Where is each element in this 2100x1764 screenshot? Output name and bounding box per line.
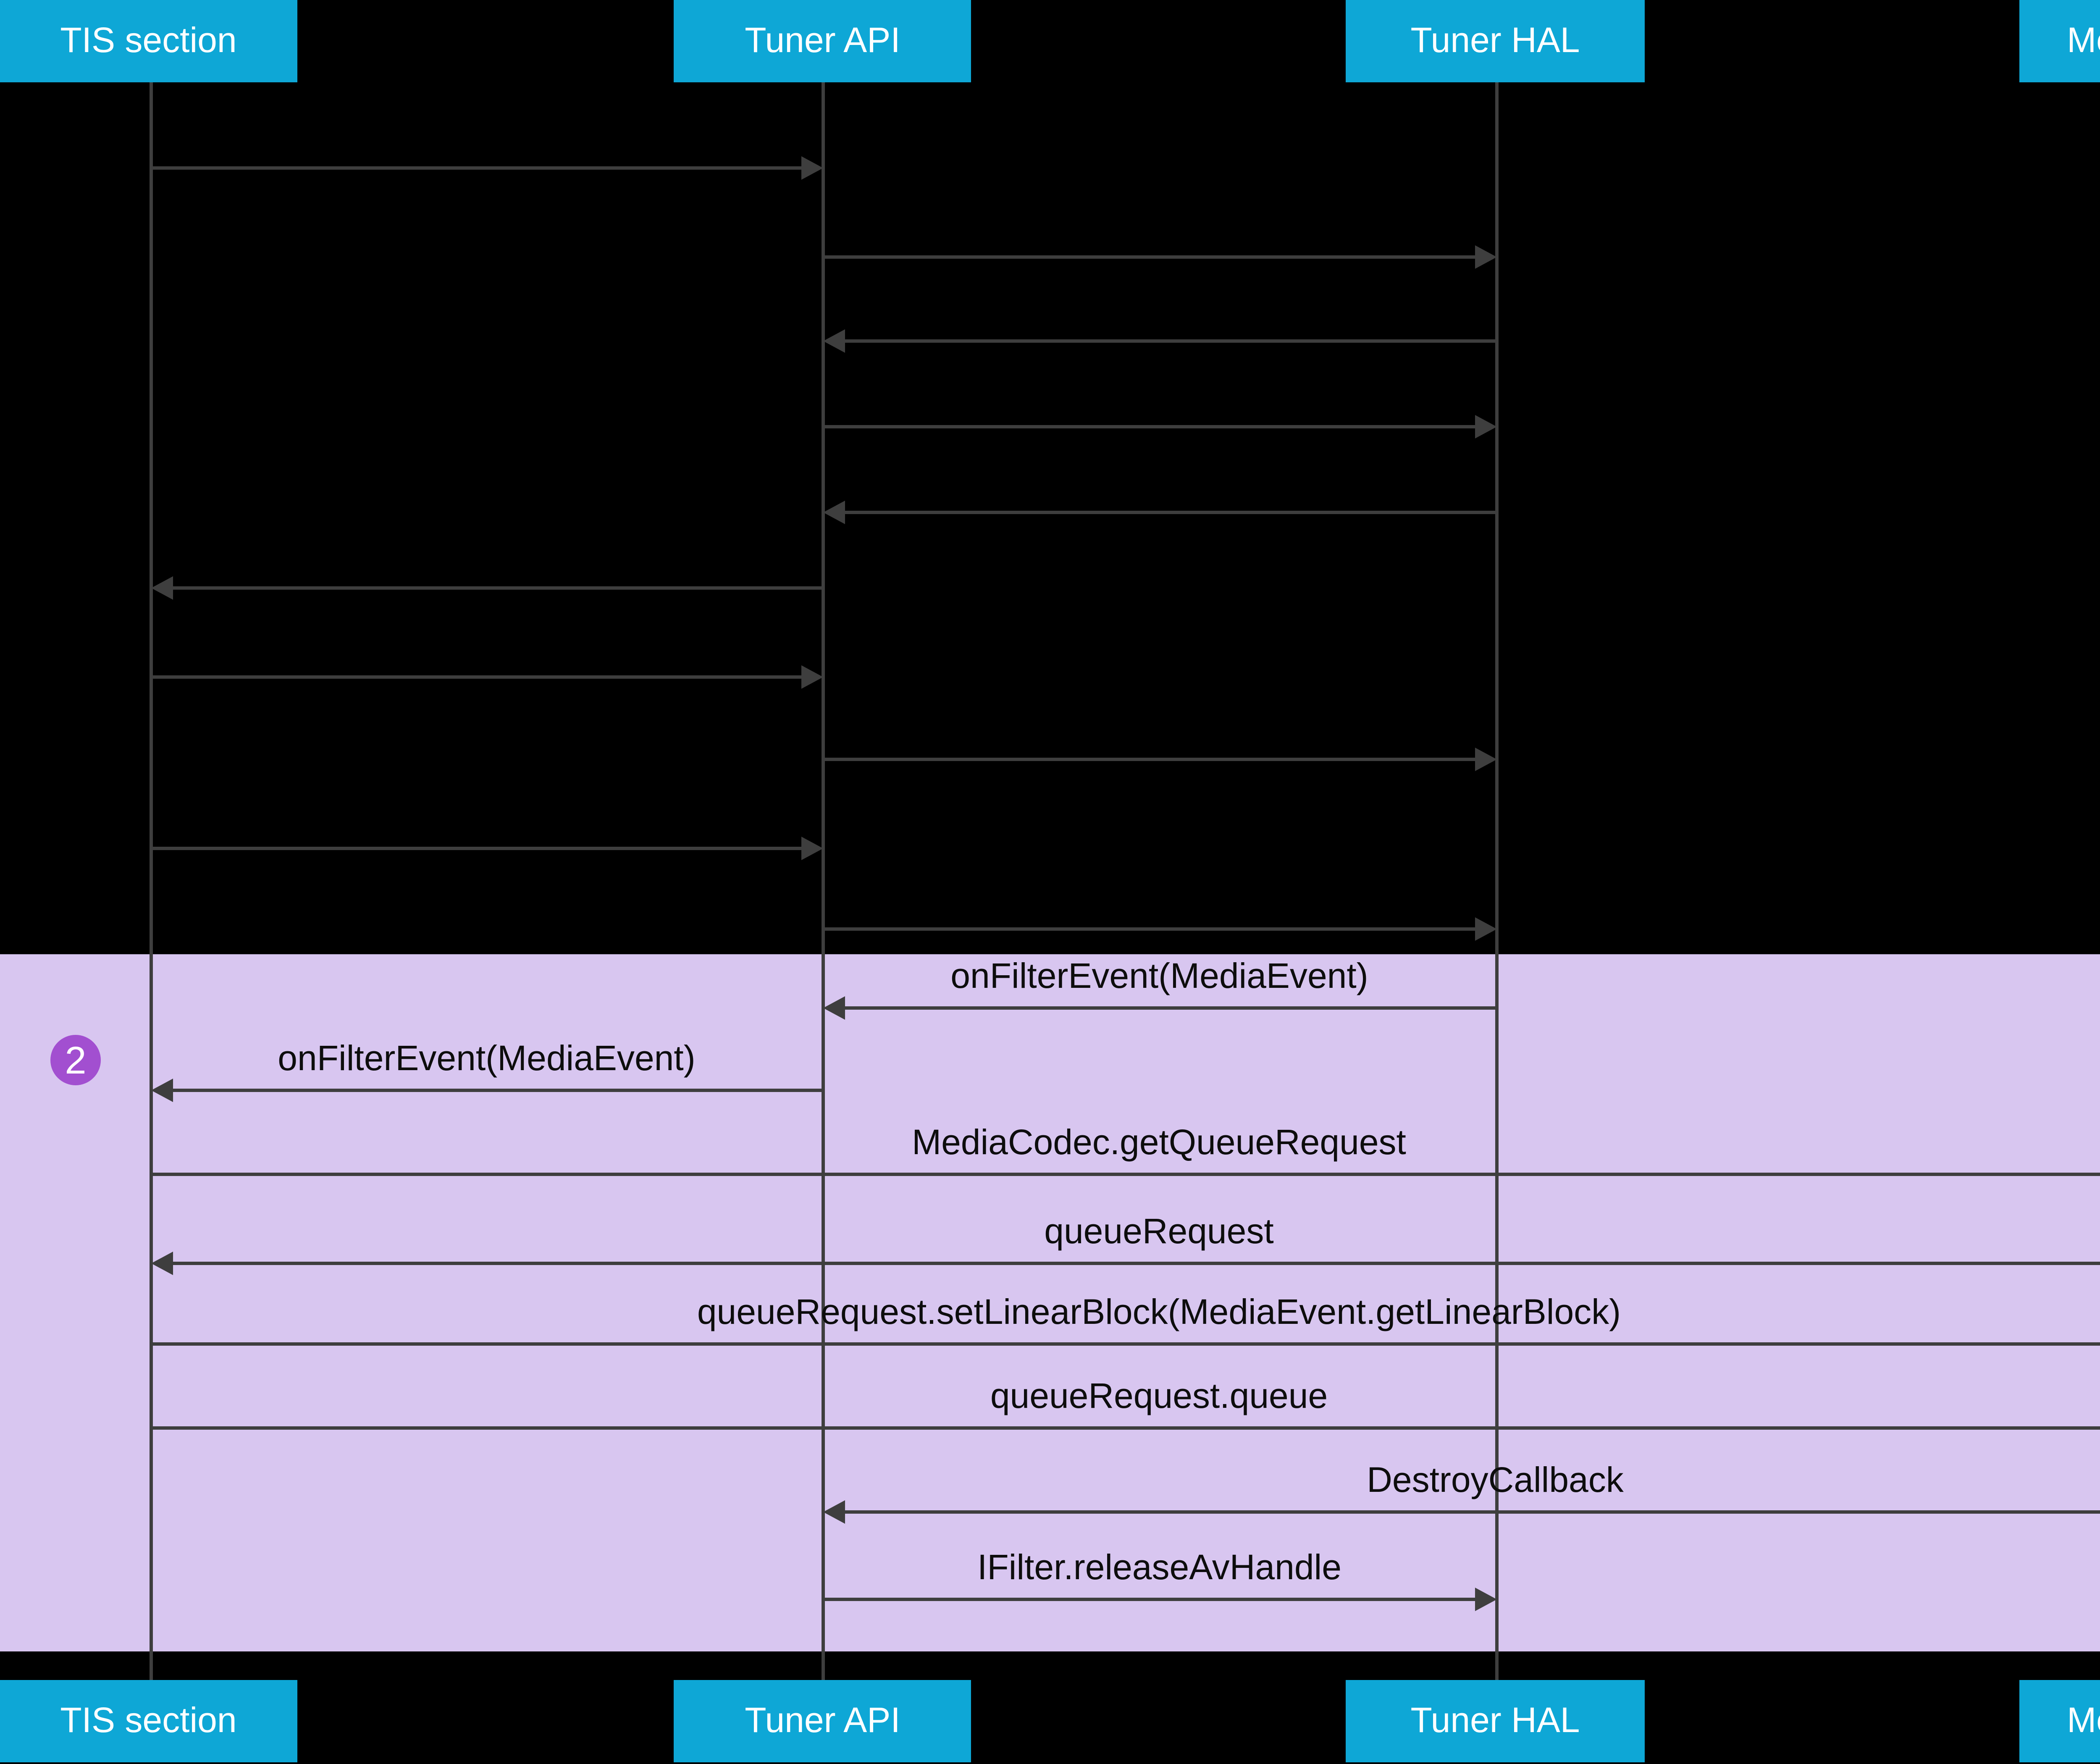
arrowhead-right (1474, 415, 1496, 438)
lifeline-tis (149, 82, 152, 1680)
message-label: onFilterEvent(MediaEvent) (278, 1040, 696, 1079)
arrowhead-left (150, 576, 172, 600)
message-arrow (841, 510, 1496, 513)
message-arrow (150, 846, 804, 849)
arrowhead-right (801, 664, 823, 688)
arrowhead-right (1474, 747, 1496, 770)
message-arrow (169, 1262, 2100, 1265)
message-label: queueRequest.setLinearBlock(MediaEvent.g… (697, 1294, 1621, 1332)
message-arrow (150, 1173, 2100, 1176)
actor-footer-api: Tuner API (674, 1680, 971, 1762)
lifeline-api (821, 82, 824, 1680)
message-arrow (150, 166, 804, 170)
step-badge: 2 (50, 1035, 101, 1085)
message-label: queueRequest.queue (990, 1378, 1328, 1416)
highlight-band (0, 954, 2100, 1651)
arrowhead-left (823, 329, 845, 353)
message-label: MediaCodec.getQueueRequest (912, 1124, 1406, 1163)
message-label: DestroyCallback (1367, 1462, 1624, 1500)
actor-footer-tis: TIS section (0, 1680, 297, 1762)
message-arrow (823, 927, 1478, 930)
actor-header-api: Tuner API (674, 0, 971, 82)
message-arrow (823, 757, 1478, 760)
arrowhead-right (1474, 244, 1496, 268)
message-arrow (823, 1598, 1478, 1601)
lifeline-hal (1494, 82, 1498, 1680)
message-arrow (841, 339, 1496, 343)
arrowhead-right (1474, 916, 1496, 940)
actor-header-tis: TIS section (0, 0, 297, 82)
message-arrow (823, 425, 1478, 428)
actor-header-mc: MediaCodec (2019, 0, 2100, 82)
message-label: onFilterEvent(MediaEvent) (950, 958, 1368, 996)
message-label: queueRequest (1044, 1213, 1274, 1252)
message-label: IFilter.releaseAvHandle (977, 1549, 1341, 1588)
arrowhead-left (823, 500, 845, 523)
message-arrow (169, 586, 823, 590)
arrowhead-right (801, 836, 823, 859)
arrowhead-left (823, 1500, 845, 1524)
message-arrow (150, 1342, 2100, 1346)
arrowhead-left (150, 1079, 172, 1102)
message-arrow (150, 1426, 2100, 1430)
actor-footer-mc: MediaCodec (2019, 1680, 2100, 1762)
message-arrow (150, 675, 804, 678)
actor-header-hal: Tuner HAL (1346, 0, 1644, 82)
actor-footer-hal: Tuner HAL (1346, 1680, 1644, 1762)
message-arrow (841, 1510, 2100, 1514)
arrowhead-right (801, 156, 823, 180)
message-arrow (841, 1006, 1496, 1010)
arrowhead-left (150, 1252, 172, 1275)
arrowhead-right (1474, 1588, 1496, 1611)
message-arrow (169, 1089, 823, 1092)
arrowhead-left (823, 996, 845, 1020)
message-arrow (823, 255, 1478, 258)
